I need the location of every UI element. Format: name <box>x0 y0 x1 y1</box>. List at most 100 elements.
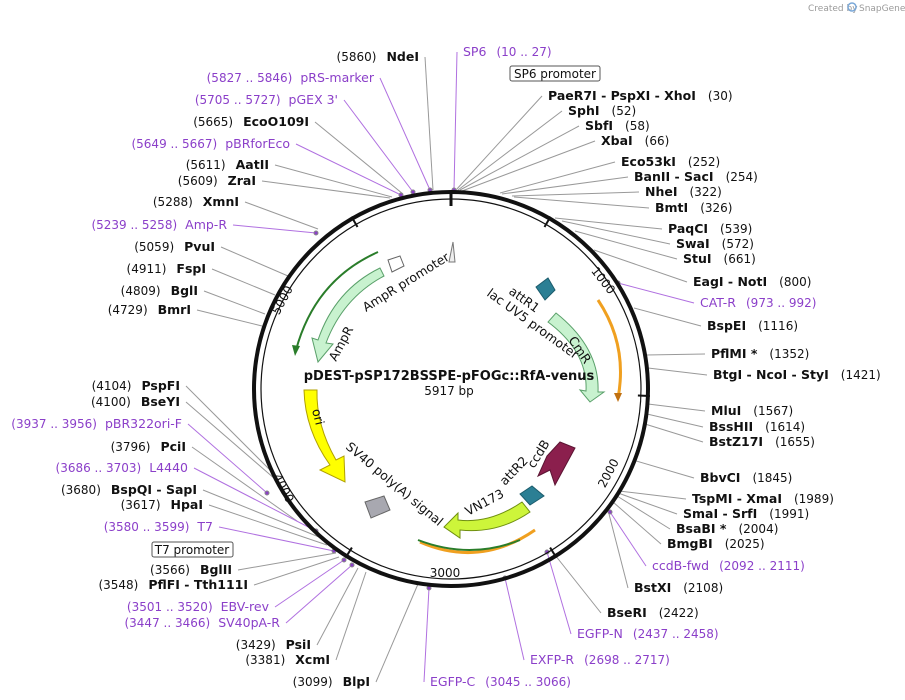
label-position: (2422) <box>659 606 699 620</box>
label-name: pRS-marker <box>300 70 375 85</box>
label-position: (1845) <box>752 471 792 485</box>
feature-marker <box>607 509 613 515</box>
leader-line <box>457 110 563 191</box>
label-position: (5059) <box>134 240 174 254</box>
label-position: (661) <box>724 252 756 266</box>
label-pbr322: pBR322ori-F(3937 .. 3956) <box>11 416 182 431</box>
leader-line <box>295 143 402 196</box>
label-position: (5239 .. 5258) <box>91 218 177 232</box>
leader-line <box>647 367 708 376</box>
label-bmti: BmtI(326) <box>655 200 732 215</box>
label-bglii: BglII (3566) <box>150 562 232 577</box>
label-hpai: HpaI (3617) <box>121 497 203 512</box>
label-name: BglII <box>200 562 232 577</box>
label-pcii: PciI(3796) <box>111 439 186 454</box>
label-name: ccdB-fwd <box>652 558 709 573</box>
sp6-promoter-label: SP6 promoter <box>514 67 596 81</box>
label-bspei: BspEI(1116) <box>707 318 798 333</box>
label-name: EagI - NotI <box>693 274 767 289</box>
leader-line <box>501 176 629 195</box>
tick-mark <box>543 216 552 228</box>
vn173-orange-band <box>419 528 536 555</box>
label-name: XbaI <box>601 133 633 148</box>
brand-text: SnapGene <box>859 4 905 14</box>
label-egfpn: EGFP-N(2437 .. 2458) <box>577 626 719 641</box>
leader-line <box>504 577 525 661</box>
feature-marker <box>349 562 355 568</box>
attr1-arrow <box>535 277 556 301</box>
plasmid-size: 5917 bp <box>424 384 474 398</box>
label-tspmi: TspMI - XmaI(1989) <box>692 491 834 506</box>
label-position: (3617) <box>121 498 161 512</box>
t7-promoter-label: T7 promoter <box>154 543 230 557</box>
label-zrai: ZraI(5609) <box>178 173 256 188</box>
label-name: NheI <box>645 184 678 199</box>
leader-line <box>193 467 317 532</box>
sv40-polya-box <box>364 495 391 519</box>
label-name: PsiI <box>286 637 311 652</box>
tick-label: 3000 <box>430 566 461 580</box>
leader-line <box>633 307 702 327</box>
label-name: SwaI <box>676 236 710 251</box>
label-name: SP6 <box>463 44 486 59</box>
label-position: (3429) <box>236 638 276 652</box>
label-name: TspMI - XmaI <box>692 491 782 506</box>
label-name: SbfI <box>585 118 613 133</box>
label-position: (3548) <box>98 578 138 592</box>
leader-line <box>375 583 419 683</box>
label-exfpr: EXFP-R(2698 .. 2717) <box>530 652 670 667</box>
label-position: (326) <box>700 201 732 215</box>
label-name: BtgI - NcoI - StyI <box>713 367 829 382</box>
leader-lines <box>185 51 708 683</box>
label-eagi: EagI - NotI(800) <box>693 274 811 289</box>
leader-line <box>185 401 276 480</box>
label-position: (2004) <box>738 522 778 536</box>
leader-line <box>554 217 663 230</box>
label-name: PflMI * <box>711 346 758 361</box>
tick-mark <box>344 547 353 559</box>
label-name: EcoO109I <box>243 114 309 129</box>
label-name: PspFI <box>141 378 180 393</box>
label-ebvrev: EBV-rev(3501 .. 3520) <box>127 599 270 614</box>
label-eco53ki: Eco53kI(252) <box>621 154 720 169</box>
label-l4440: L4440 (3686 .. 3703) <box>56 460 189 475</box>
label-position: (252) <box>688 155 720 169</box>
leader-line <box>618 490 687 500</box>
leader-line <box>274 164 393 198</box>
leader-line <box>316 567 359 646</box>
leader-line <box>455 95 543 191</box>
label-position: (1614) <box>765 420 805 434</box>
right-labels: SP6(10 .. 27)PaeR7I - PspXI - XhoI(30)Sp… <box>430 44 881 689</box>
leader-line <box>232 224 317 234</box>
feature-marker <box>264 490 270 496</box>
leader-line <box>461 140 596 192</box>
label-name: HpaI <box>171 497 204 512</box>
leader-line <box>546 551 572 635</box>
label-name: BmgBI <box>667 536 713 551</box>
label-xcmi: XcmI(3381) <box>245 652 330 667</box>
label-position: (5665) <box>193 115 233 129</box>
label-position: (3566) <box>150 563 190 577</box>
label-prsmarker: pRS-marker(5827 .. 5846) <box>207 70 375 85</box>
label-name: T7 <box>196 519 213 534</box>
leader-line <box>202 489 320 538</box>
label-position: (30) <box>708 89 733 103</box>
attr2-arrow <box>519 485 545 506</box>
label-sbfi: SbfI(58) <box>585 118 650 133</box>
label-position: (539) <box>720 222 752 236</box>
leader-line <box>646 413 704 428</box>
label-name: XmnI <box>203 194 239 209</box>
leader-line <box>185 385 277 477</box>
label-name: PaqCI <box>668 221 708 236</box>
label-name: L4440 <box>149 460 188 475</box>
sp6-promoter-box: SP6 promoter <box>509 65 601 82</box>
label-position: (3686 .. 3703) <box>56 461 142 475</box>
label-name: CAT-R <box>700 295 736 310</box>
label-bseyi: BseYI(4100) <box>91 394 180 409</box>
tick-label: 2000 <box>595 456 622 490</box>
label-pspfi: PspFI(4104) <box>92 378 180 393</box>
label-name: AatII <box>236 157 269 172</box>
label-position: (3381) <box>245 653 285 667</box>
feature-marker <box>341 557 347 563</box>
